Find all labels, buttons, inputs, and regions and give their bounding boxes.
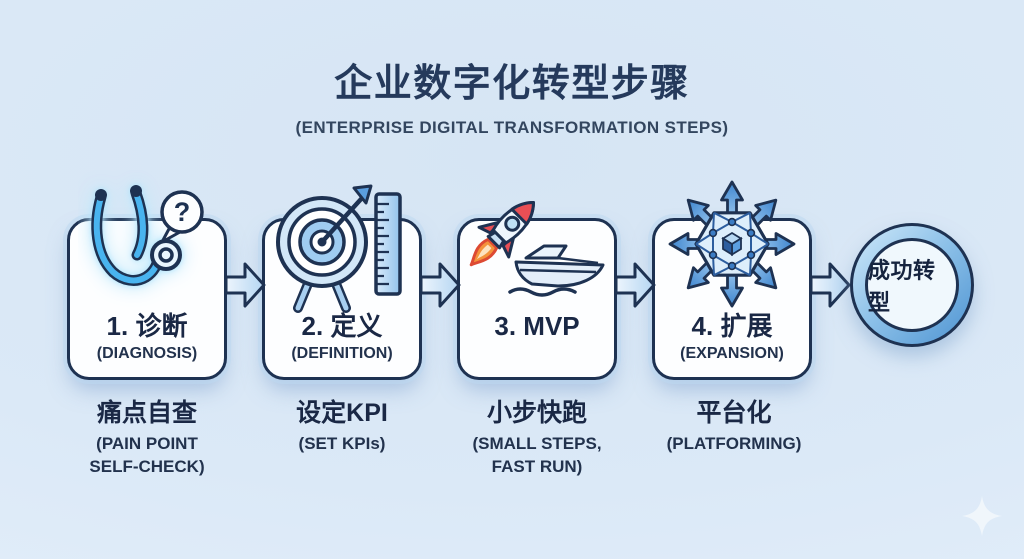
page-subtitle: (ENTERPRISE DIGITAL TRANSFORMATION STEPS… [295, 118, 729, 137]
step-title: 4. 扩展 [691, 311, 773, 341]
result-circle: 成功转型 [850, 223, 974, 347]
flow-arrow-icon [224, 262, 266, 308]
step-subtitle: (EXPANSION) [680, 345, 784, 362]
step-subtitle: (DEFINITION) [291, 345, 393, 362]
step-subtitle: (DIAGNOSIS) [96, 345, 198, 362]
caption-en: (SMALL STEPS, FAST RUN) [472, 434, 602, 476]
result-label: 成功转型 [868, 258, 936, 315]
question-bubble-icon: ? [160, 190, 204, 244]
caption-cn: 痛点自查 [96, 399, 197, 427]
page-title: 企业数字化转型步骤 [334, 63, 690, 105]
step-title: 1. 诊断 [106, 311, 188, 341]
stethoscope-icon [91, 185, 182, 286]
network-expansion-icon [668, 180, 796, 308]
caption-cn: 设定KPI [296, 399, 388, 427]
rocket-icon [469, 201, 535, 267]
step-label: 4. 扩展 (EXPANSION) [655, 311, 809, 365]
caption-en: (PAIN POINT SELF-CHECK) [89, 434, 205, 476]
step-label: 2. 定义 (DEFINITION) [265, 311, 419, 365]
step-title: 3. MVP [494, 311, 580, 341]
step-caption-expansion: 平台化 (PLATFORMING) [634, 398, 834, 455]
sparkle-icon [962, 496, 1002, 536]
caption-cn: 平台化 [696, 399, 772, 427]
step-caption-diagnosis: 痛点自查 (PAIN POINT SELF-CHECK) [47, 398, 247, 478]
stethoscope-question-icon: ? [91, 185, 204, 286]
step-caption-definition: 设定KPI (SET KPIs) [242, 398, 442, 455]
header: 企业数字化转型步骤 (ENTERPRISE DIGITAL TRANSFORMA… [0, 52, 1024, 138]
flow-arrow-icon [809, 262, 851, 308]
rocket-boat-icon [469, 201, 605, 297]
ruler-icon [374, 192, 402, 296]
network-hexagon-icon [694, 211, 770, 277]
step-caption-mvp: 小步快跑 (SMALL STEPS, FAST RUN) [437, 398, 637, 478]
step-label: 3. MVP [460, 311, 614, 343]
step-label: 1. 诊断 (DIAGNOSIS) [70, 311, 224, 365]
caption-en: (PLATFORMING) [666, 434, 802, 453]
flow-arrow-icon [614, 262, 656, 308]
caption-en: (SET KPIs) [298, 434, 386, 453]
step-title: 2. 定义 [301, 311, 383, 341]
target-ruler-icon [276, 184, 402, 313]
flow-arrow-icon [419, 262, 461, 308]
caption-cn: 小步快跑 [486, 399, 587, 427]
question-mark: ? [174, 197, 191, 227]
boat-icon [508, 244, 605, 297]
result-circle-inner: 成功转型 [865, 238, 959, 332]
target-icon [276, 184, 373, 313]
